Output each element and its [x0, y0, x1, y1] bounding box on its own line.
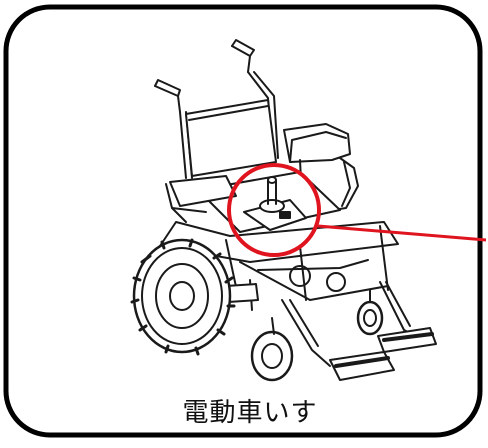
caption-label: 電動車いす [182, 398, 318, 428]
callout-line [317, 224, 487, 242]
controller-highlight-circle [227, 163, 321, 257]
